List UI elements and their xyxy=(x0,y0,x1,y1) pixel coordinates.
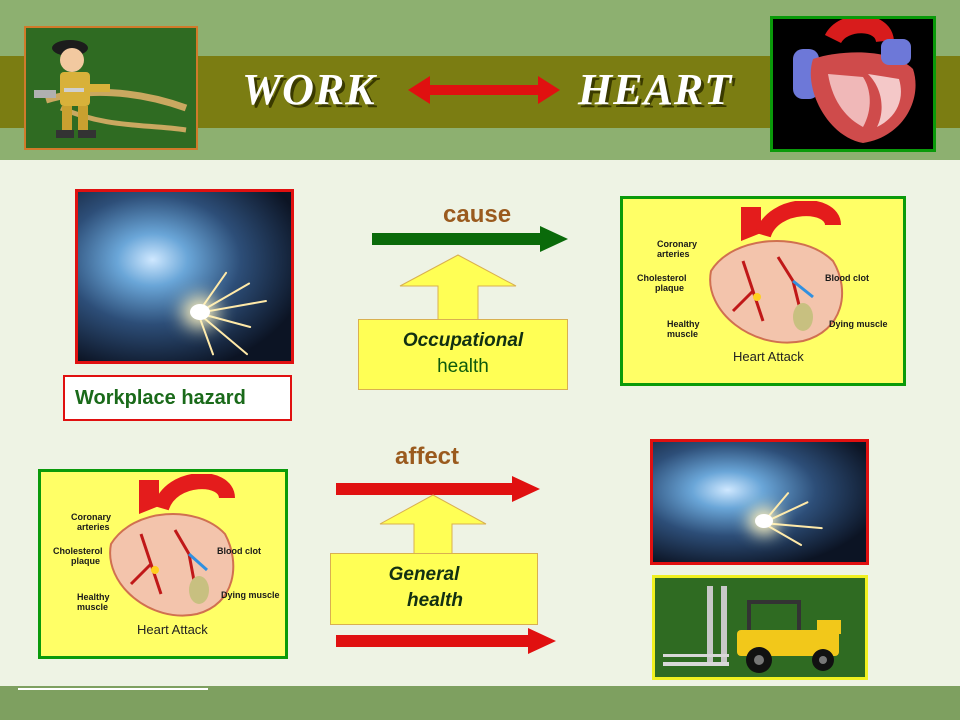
heart-attack-diagram-2: Coronary arteries Cholesterol plaque Hea… xyxy=(38,469,288,659)
anatomical-heart-image xyxy=(770,16,936,152)
plaque-label-2: plaque xyxy=(71,556,101,566)
general-up-arrow-icon xyxy=(379,494,487,556)
cholesterol-label-2: Cholesterol xyxy=(53,546,103,556)
muscle-label-2: muscle xyxy=(77,602,109,612)
general-line2: health xyxy=(407,590,463,611)
healthy-label-1: Healthy xyxy=(667,319,700,329)
workplace-hazard-box: Workplace hazard xyxy=(63,375,292,421)
dying-muscle-label-2: Dying muscle xyxy=(221,590,280,600)
heart-attack-caption-1: Heart Attack xyxy=(733,349,804,364)
welding-photo-2 xyxy=(650,439,869,565)
occupational-line1: Occupational xyxy=(402,330,524,351)
affect-arrow-icon xyxy=(336,476,540,502)
occupational-up-arrow-icon xyxy=(399,254,517,320)
heart-attack-icon-2 xyxy=(109,474,235,617)
double-arrow-icon xyxy=(408,76,560,104)
footer-band xyxy=(0,686,960,720)
cholesterol-label-1: Cholesterol xyxy=(637,273,687,283)
firefighter-icon xyxy=(34,40,188,138)
plaque-label-1: plaque xyxy=(655,283,685,293)
arteries-label-2: arteries xyxy=(77,522,110,532)
blood-clot-label-2: Blood clot xyxy=(217,546,261,556)
title-heart: HEART xyxy=(578,65,733,114)
forklift-icon xyxy=(663,586,841,673)
heart-attack-icon xyxy=(709,201,844,344)
muscle-label-1: muscle xyxy=(667,329,699,339)
occupational-health-box: Occupational health xyxy=(358,319,568,390)
heart-attack-diagram-1: Coronary arteries Cholesterol plaque Hea… xyxy=(620,196,906,386)
blood-clot-label-1: Blood clot xyxy=(825,273,869,283)
coronary-label-1: Coronary xyxy=(657,239,698,249)
coronary-label-2: Coronary xyxy=(71,512,112,522)
bottom-arrow-icon xyxy=(336,628,556,654)
general-line1: General xyxy=(388,564,460,585)
footer-line xyxy=(18,688,208,690)
forklift-image xyxy=(652,575,868,680)
general-health-box: General health xyxy=(330,553,538,625)
welding-photo-1 xyxy=(75,189,294,364)
workplace-hazard-label: Workplace hazard xyxy=(75,387,246,409)
heart-attack-caption-2: Heart Attack xyxy=(137,622,208,637)
firefighter-image xyxy=(24,26,198,150)
heart-icon xyxy=(793,19,916,143)
affect-label: affect xyxy=(395,443,460,470)
arteries-label-1: arteries xyxy=(657,249,690,259)
cause-arrow-icon xyxy=(372,226,568,252)
occupational-line2: health xyxy=(437,356,489,377)
title-work: WORK xyxy=(242,65,376,114)
healthy-label-2: Healthy xyxy=(77,592,110,602)
cause-label: cause xyxy=(443,201,512,228)
dying-muscle-label-1: Dying muscle xyxy=(829,319,888,329)
